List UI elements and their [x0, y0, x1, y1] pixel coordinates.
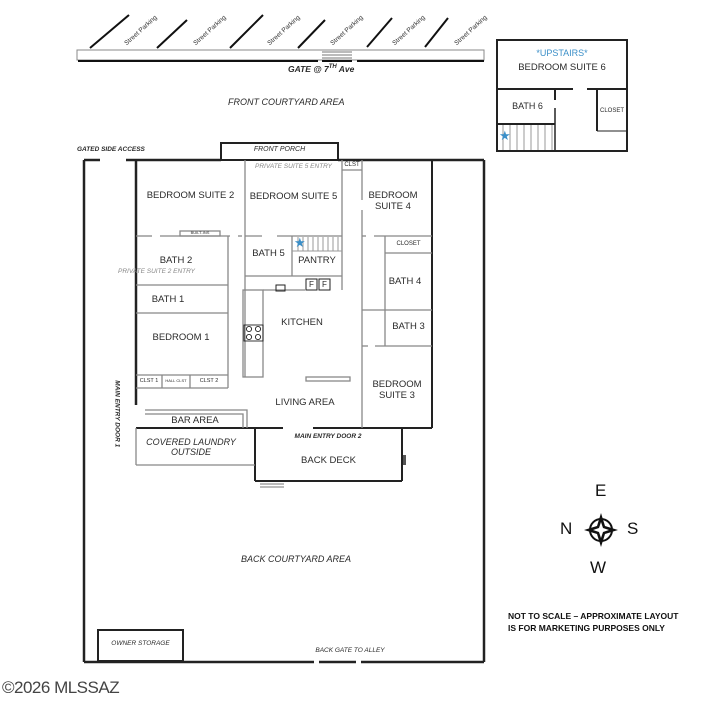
- bedroom-suite-6-label: BEDROOM SUITE 6: [518, 62, 606, 73]
- bedroom-suite-3-line2: SUITE 3: [379, 389, 415, 401]
- compass-east: E: [595, 481, 607, 500]
- front-porch-label: FRONT PORCH: [253, 146, 306, 153]
- bedroom-suite-2-label: BEDROOM SUITE 2: [146, 190, 235, 201]
- deck-steps: [260, 483, 284, 488]
- upstairs-stairs: [502, 125, 553, 150]
- bath-5-label: BATH 5: [252, 248, 285, 259]
- gate: [322, 51, 352, 59]
- back-gate-label: BACK GATE TO ALLEY: [315, 647, 385, 654]
- gate-label: GATE @ 7TH Ave: [288, 64, 354, 75]
- bath-3-label: BATH 3: [392, 321, 425, 332]
- owner-storage-outline: [97, 629, 184, 662]
- upstairs-label: *UPSTAIRS*: [536, 48, 588, 58]
- pantry-stairs: [292, 237, 342, 252]
- fridge-1-icon: [305, 278, 318, 291]
- fridge-label: F: [322, 280, 327, 289]
- star-icon: ★: [294, 235, 306, 250]
- kitchen-label: KITCHEN: [281, 317, 323, 328]
- bath-4-label: BATH 4: [388, 276, 422, 287]
- bath-6-label: BATH 6: [512, 101, 543, 111]
- main-entry-door-2-label: MAIN ENTRY DOOR 2: [294, 433, 362, 440]
- compass-west: W: [590, 558, 607, 577]
- gate-wall: [76, 49, 485, 61]
- covered-laundry-line2: OUTSIDE: [170, 447, 211, 458]
- copyright-watermark: ©2026 MLSSAZ: [2, 678, 120, 697]
- pantry-label: PANTRY: [298, 255, 336, 266]
- main-entry-door-1-label: MAIN ENTRY DOOR 1: [113, 380, 121, 448]
- sink-icon: [275, 284, 286, 292]
- hall-clst-label: HALL CLST: [165, 378, 187, 383]
- stove-icon: [243, 324, 264, 342]
- owner-storage-label: OWNER STORAGE: [111, 640, 170, 647]
- bedroom-1-label: BEDROOM 1: [152, 332, 210, 343]
- bedroom-suite-5-label: BEDROOM SUITE 5: [249, 191, 338, 202]
- fridge-2-icon: [318, 278, 331, 291]
- compass-rose-icon: [584, 513, 618, 547]
- private-suite-2-entry-label: PRIVATE SUITE 2 ENTRY: [118, 268, 195, 275]
- star-icon: ★: [499, 128, 511, 143]
- bedroom-suite-4-line1: BEDROOM: [368, 190, 418, 201]
- bath-2-label: BATH 2: [159, 255, 193, 266]
- gated-side-access-label: GATED SIDE ACCESS: [77, 146, 145, 153]
- bedroom-suite-4-line2: SUITE 4: [375, 200, 411, 212]
- bedroom-suite-3-line1: BEDROOM: [372, 379, 422, 390]
- compass-south: S: [627, 519, 639, 538]
- lot-wall: [82, 158, 486, 664]
- back-courtyard-label: BACK COURTYARD AREA: [240, 554, 352, 564]
- clst-2-label: CLST 2: [199, 378, 219, 384]
- gate-label-text: GATE @ 7: [288, 63, 329, 74]
- private-suite-5-entry-label: PRIVATE SUITE 5 ENTRY: [255, 163, 332, 170]
- note-line1: NOT TO SCALE – APPROXIMATE LAYOUT: [508, 611, 679, 621]
- upstairs-plan: [496, 39, 628, 152]
- bar-area-label: BAR AREA: [171, 415, 219, 426]
- fridge-label: F: [309, 280, 314, 289]
- built-ins-label: BUILT-INS: [190, 230, 210, 235]
- front-courtyard-label: FRONT COURTYARD AREA: [228, 97, 345, 107]
- bath-1-label: BATH 1: [151, 294, 185, 305]
- gate-label-suffix: Ave: [336, 63, 355, 74]
- upstairs-closet-label: CLOSET: [599, 108, 624, 114]
- gate-label-sup: TH: [328, 64, 337, 70]
- house-walls: [134, 160, 433, 482]
- note-line2: IS FOR MARKETING PURPOSES ONLY: [508, 622, 665, 633]
- clst-label: CLST: [344, 162, 360, 168]
- living-area-label: LIVING AREA: [275, 397, 335, 408]
- covered-laundry-line1: COVERED LAUNDRY: [146, 437, 236, 447]
- compass-north: N: [560, 519, 573, 538]
- parking-stripes: [89, 14, 449, 49]
- back-deck-label: BACK DECK: [301, 455, 356, 466]
- clst-1-label: CLST 1: [139, 378, 159, 384]
- front-porch-outline: [220, 142, 339, 161]
- closet-label: CLOSET: [396, 241, 421, 247]
